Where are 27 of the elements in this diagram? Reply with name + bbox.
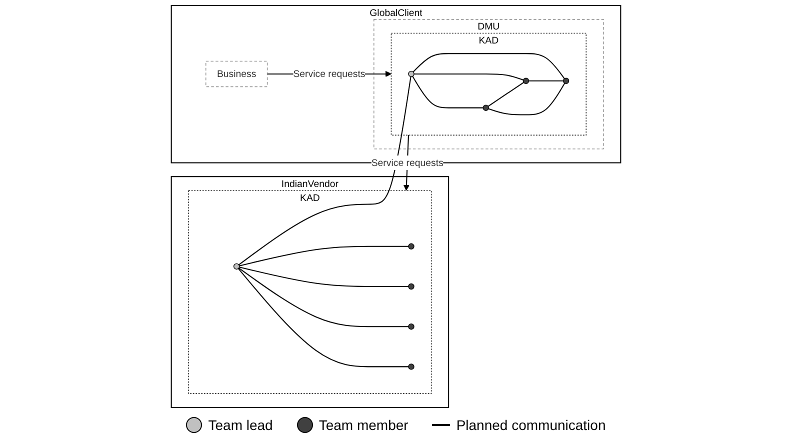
connector xyxy=(412,53,565,79)
connector xyxy=(239,266,408,288)
connector xyxy=(238,268,408,328)
connector xyxy=(528,80,564,82)
connector xyxy=(488,82,524,107)
legend-text: Planned communication xyxy=(456,417,606,433)
connector xyxy=(238,268,408,368)
cluster: KAD xyxy=(390,32,586,136)
node-circle xyxy=(522,78,530,84)
legend-text: Team lead xyxy=(208,417,273,433)
node-circle xyxy=(233,263,240,270)
connector xyxy=(414,73,524,80)
connector xyxy=(488,82,566,116)
connector xyxy=(239,246,408,266)
edge-label: Service requests xyxy=(371,156,444,168)
node-circle xyxy=(408,283,414,290)
node-box: Business xyxy=(206,60,268,88)
node-circle xyxy=(482,104,489,111)
node-circle xyxy=(408,323,414,330)
cluster: KAD xyxy=(188,190,432,394)
connector xyxy=(412,76,484,108)
node-circle xyxy=(408,243,414,250)
node-circle xyxy=(562,78,570,84)
node-circle xyxy=(408,364,414,370)
edge-label: Service requests xyxy=(293,68,366,80)
legend-text: Team member xyxy=(318,417,408,433)
node-circle xyxy=(408,70,414,78)
